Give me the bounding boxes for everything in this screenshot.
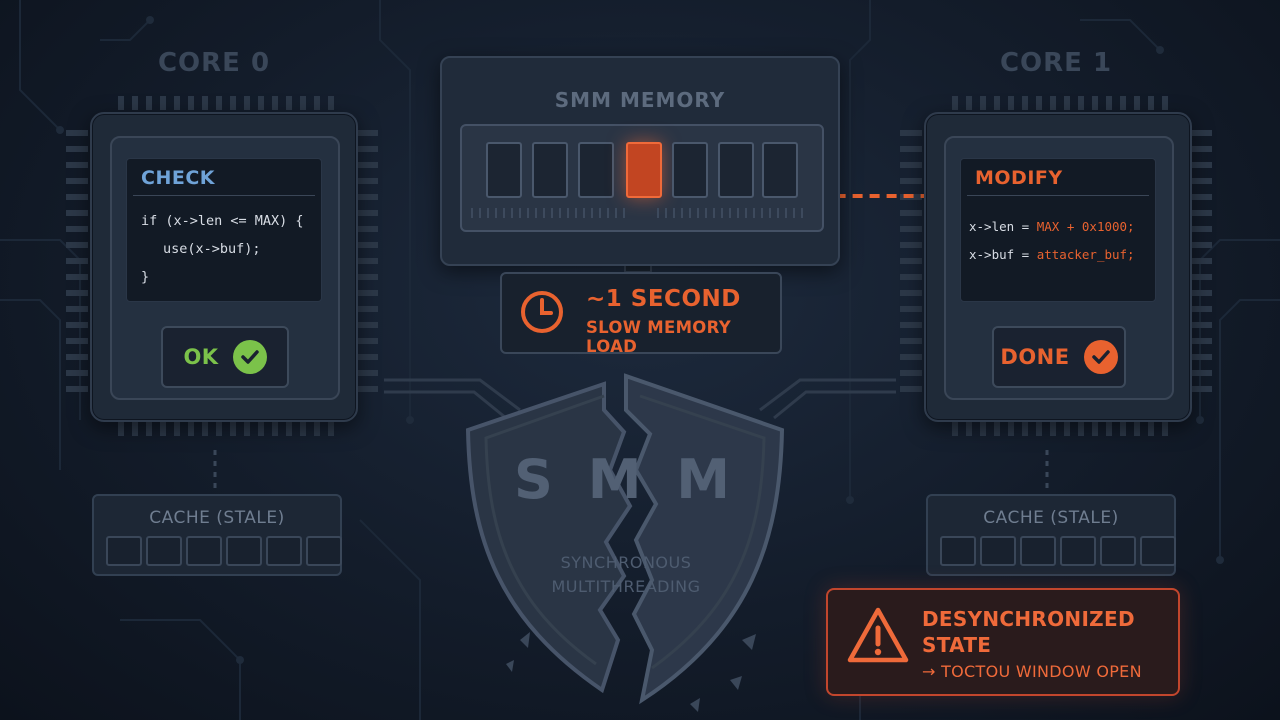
core-0-cache: CACHE (STALE)	[92, 494, 342, 576]
core-1-code-panel: MODIFY x->len = MAX + 0x1000; x->buf = a…	[960, 158, 1156, 302]
clock-icon	[521, 291, 563, 333]
memory-cell	[578, 142, 614, 198]
memory-title: SMM MEMORY	[554, 88, 726, 112]
warning-icon	[847, 607, 909, 663]
smm-memory-panel: SMM MEMORY	[440, 56, 840, 266]
memory-module	[460, 124, 824, 232]
core-0-code-panel: CHECK if (x->len <= MAX) { use(x->buf); …	[126, 158, 322, 302]
core-1-cache: CACHE (STALE)	[926, 494, 1176, 576]
code-line: if (x->len <= MAX) {	[141, 213, 304, 229]
check-circle-icon	[1083, 340, 1118, 374]
cache-label: CACHE (STALE)	[149, 508, 285, 528]
alert-title: DESYNCHRONIZED STATE	[922, 607, 1135, 657]
code-line: use(x->buf);	[163, 241, 261, 257]
memory-cell	[718, 142, 754, 198]
memory-cell	[486, 142, 522, 198]
code-line: x->len = MAX + 0x1000;	[969, 219, 1135, 234]
load-time-caption: SLOW MEMORY LOAD	[586, 318, 731, 356]
code-line: x->buf = attacker_buf;	[969, 247, 1135, 262]
core-0-panel-title: CHECK	[141, 167, 215, 189]
core-1-panel-title: MODIFY	[975, 167, 1063, 189]
check-circle-icon	[232, 340, 267, 374]
core-0-chip: CHECK if (x->len <= MAX) { use(x->buf); …	[90, 112, 358, 422]
code-line: }	[141, 269, 150, 285]
cracked-shield-icon	[465, 373, 785, 712]
core-1-status-label: DONE	[1000, 345, 1070, 369]
desync-alert: DESYNCHRONIZED STATE → TOCTOU WINDOW OPE…	[826, 588, 1180, 696]
memory-contacts	[471, 208, 803, 218]
core-0-title: CORE 0	[157, 48, 271, 78]
shield-line-2: MULTITHREADING	[551, 577, 701, 596]
cache-label: CACHE (STALE)	[983, 508, 1119, 528]
load-time-badge: ~1 SECOND SLOW MEMORY LOAD	[500, 272, 782, 356]
memory-cell	[672, 142, 708, 198]
memory-cell	[532, 142, 568, 198]
core-0-status-badge: OK	[161, 326, 289, 388]
core-1-status-badge: DONE	[992, 326, 1126, 388]
alert-subtitle: → TOCTOU WINDOW OPEN	[922, 662, 1142, 681]
core-0-status-label: OK	[183, 345, 219, 369]
memory-cell-active	[626, 142, 662, 198]
load-time-value: ~1 SECOND	[586, 286, 741, 312]
core-1-title: CORE 1	[999, 48, 1113, 78]
shield-acronym: S M M	[514, 448, 738, 511]
core-1-chip: MODIFY x->len = MAX + 0x1000; x->buf = a…	[924, 112, 1192, 422]
memory-cell	[762, 142, 798, 198]
shield-line-1: SYNCHRONOUS	[560, 553, 692, 572]
